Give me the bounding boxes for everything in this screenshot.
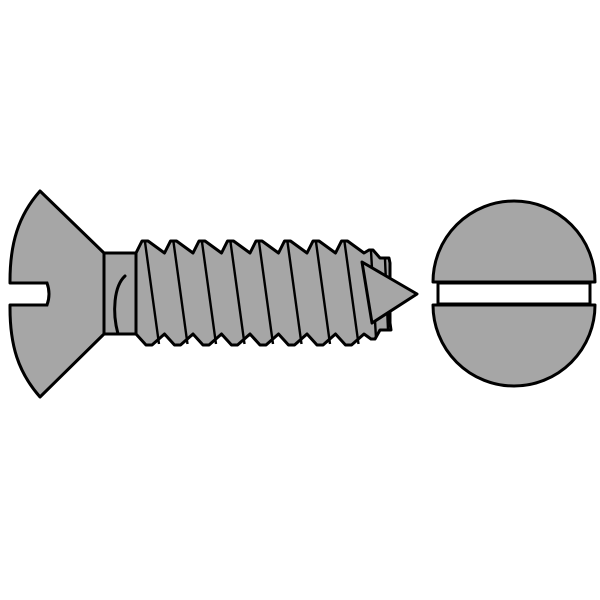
head-top-upper	[431, 199, 597, 284]
screw-side-view	[8, 189, 419, 399]
screw-tip	[360, 260, 419, 325]
thread-line	[200, 241, 218, 345]
thread-line	[314, 241, 332, 345]
head-slot	[8, 283, 49, 305]
thread-line	[343, 241, 360, 345]
thread-line	[229, 241, 246, 345]
thread-line	[143, 241, 161, 345]
screw-top-view	[431, 199, 597, 388]
thread-line	[286, 241, 303, 345]
cutting-flute	[113, 274, 127, 336]
head-slot-outline	[8, 281, 51, 307]
thread-profile	[134, 239, 393, 347]
head-top-lower	[431, 303, 597, 388]
thread-line	[172, 241, 189, 345]
screw-shank	[102, 251, 138, 336]
top-slot	[438, 283, 590, 304]
screw-threads	[134, 239, 393, 347]
screw-head	[8, 189, 106, 399]
thread-line	[257, 241, 275, 345]
